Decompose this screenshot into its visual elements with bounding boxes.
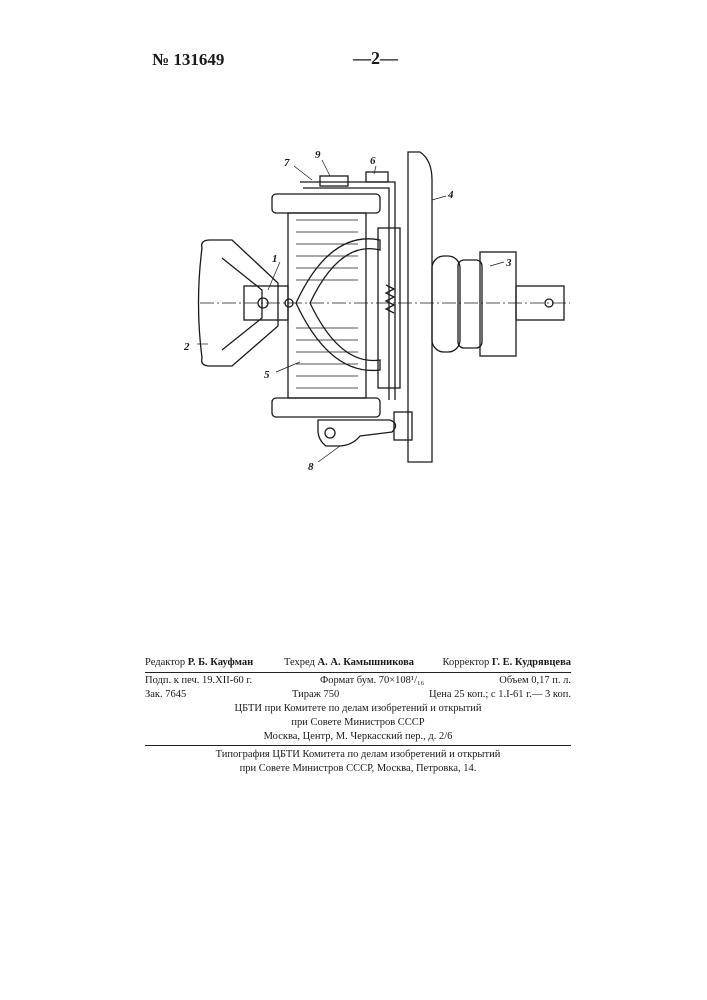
order-number: Зак. 7645 [145,688,186,702]
price: Цена 25 коп.; с 1.I-61 г.— 3 коп. [429,688,571,702]
cam-curve [296,239,380,371]
spool-flange-bottom [272,398,380,417]
editor-name: Р. Б. Кауфман [188,657,253,668]
printer-line-2: при Совете Министров СССР, Москва, Петро… [145,762,571,776]
corrector-role: Корректор [442,657,489,668]
label-2: 2 [183,341,190,353]
label-3: 3 [505,257,512,269]
publisher-address: Москва, Центр, М. Черкасский пер., д. 2/… [145,730,571,744]
signed-date: Подп. к печ. 19.XII-60 г. [145,674,252,688]
label-8: 8 [308,461,314,473]
label-5: 5 [264,369,270,381]
techred-role: Техред [284,657,315,668]
hub-on-plate [432,256,460,352]
editor-role: Редактор [145,657,185,668]
label-7: 7 [284,157,290,169]
spool-flange-top [272,194,380,213]
divider-top [145,672,571,673]
divider-bottom [145,745,571,746]
publisher-line-2: при Совете Министров СССР [145,716,571,730]
label-1: 1 [272,253,278,265]
paper-format: Формат бум. 70×108¹/₁₆ [320,674,424,688]
publisher-line-1: ЦБТИ при Комитете по делам изобретений и… [145,702,571,716]
label-9: 9 [315,149,321,161]
corrector-name: Г. Е. Кудрявцева [492,657,571,668]
label-6: 6 [370,155,376,167]
printer-line-1: Типография ЦБТИ Комитета по делам изобре… [145,748,571,762]
circulation: Тираж 750 [292,688,339,702]
latch-part-8 [318,420,396,446]
techred-name: А. А. Камышникова [318,657,415,668]
volume: Объем 0,17 п. л. [499,674,571,688]
label-4: 4 [447,189,454,201]
